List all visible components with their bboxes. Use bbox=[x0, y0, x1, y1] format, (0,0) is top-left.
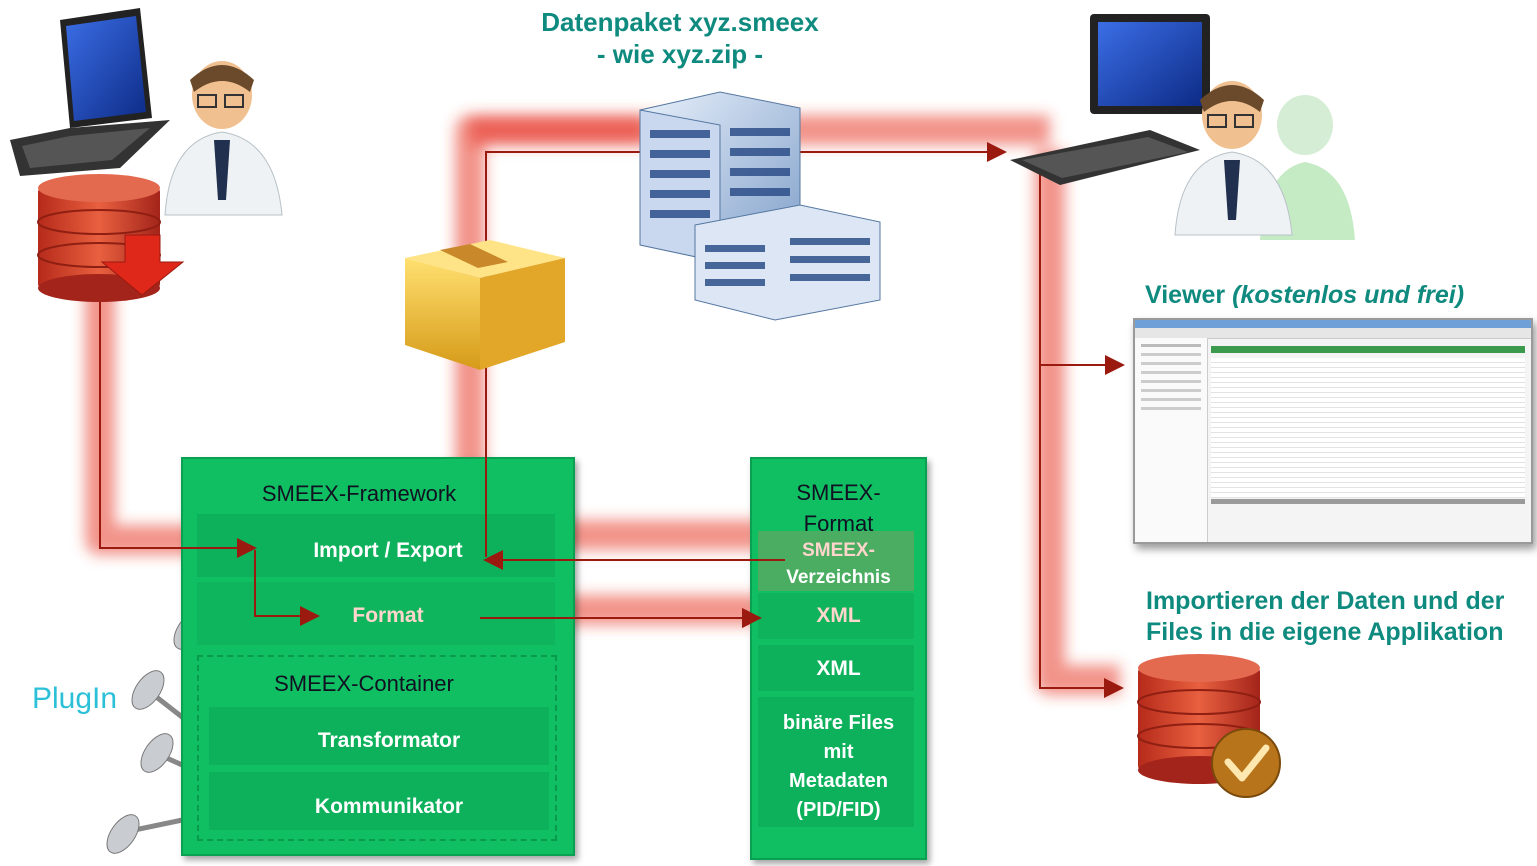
plugin-label: PlugIn bbox=[32, 682, 118, 715]
xml2-label: XML bbox=[816, 657, 861, 680]
import-export-label: Import / Export bbox=[313, 539, 463, 562]
files-line1: binäre Files bbox=[782, 712, 895, 734]
package-title-line2: - wie xyz.zip - bbox=[596, 39, 764, 69]
arrow-import-to-format-fg bbox=[254, 550, 320, 626]
xml1-band bbox=[758, 593, 914, 639]
framework-title: SMEEX-Framework bbox=[261, 481, 457, 506]
smeex-framework-box: SMEEX-Framework Import / Export Format S… bbox=[181, 457, 575, 856]
desktop-users-icon bbox=[1010, 14, 1355, 240]
verzeichnis-label: SMEEX- Verzeichnis bbox=[752, 537, 925, 591]
files-line4: (PID/FID) bbox=[796, 799, 881, 821]
viewer-title: Viewer (kostenlos und frei) bbox=[1145, 281, 1464, 310]
files-label: binäre Files mit Metadaten (PID/FID) bbox=[752, 709, 925, 825]
format-box-title: SMEEX- Format bbox=[752, 477, 925, 539]
xml2-band bbox=[758, 645, 914, 691]
package-title: Datenpaket xyz.smeex - wie xyz.zip - bbox=[520, 6, 840, 70]
format-box-title-line2: Format bbox=[803, 511, 874, 536]
kommunikator-label: Kommunikator bbox=[314, 795, 464, 818]
transformator-band bbox=[209, 707, 549, 765]
verzeichnis-line1: SMEEX- bbox=[802, 540, 875, 561]
viewer-title-plain: Viewer bbox=[1145, 281, 1233, 309]
smeex-format-box: SMEEX- Format SMEEX- Verzeichnis XML XML… bbox=[750, 457, 927, 860]
format-box-title-line1: SMEEX- bbox=[796, 480, 881, 505]
source-database-icon bbox=[37, 174, 185, 302]
verzeichnis-line2: Verzeichnis bbox=[786, 567, 891, 588]
files-line2: mit bbox=[823, 741, 854, 763]
format-band bbox=[197, 582, 555, 645]
laptop-user-icon bbox=[10, 8, 283, 216]
viewer-screenshot bbox=[1133, 318, 1533, 544]
glow-right-path bbox=[1035, 150, 1120, 695]
format-label: Format bbox=[352, 604, 424, 627]
package-title-line1: Datenpaket xyz.smeex bbox=[541, 7, 819, 37]
container-title: SMEEX-Container bbox=[274, 671, 454, 696]
target-database-icon bbox=[1137, 654, 1281, 798]
xml1-label: XML bbox=[816, 604, 861, 627]
office-building-icon bbox=[639, 91, 881, 321]
smeex-container: SMEEX-Container Transformator Kommunikat… bbox=[197, 655, 557, 841]
import-title: Importieren der Daten und der Files in d… bbox=[1146, 586, 1504, 648]
package-box-icon bbox=[405, 240, 565, 370]
import-title-line1: Importieren der Daten und der bbox=[1146, 587, 1505, 615]
arrow-package-path bbox=[485, 142, 1007, 555]
import-title-line2: Files in die eigene Applikation bbox=[1146, 618, 1504, 646]
kommunikator-band bbox=[209, 772, 549, 830]
transformator-label: Transformator bbox=[317, 729, 461, 752]
viewer-title-italic: (kostenlos und frei) bbox=[1232, 281, 1465, 309]
files-line3: Metadaten bbox=[789, 770, 888, 792]
arrow-to-app-db bbox=[1039, 160, 1124, 698]
checkmark-icon bbox=[1211, 728, 1281, 798]
files-band bbox=[758, 697, 914, 827]
